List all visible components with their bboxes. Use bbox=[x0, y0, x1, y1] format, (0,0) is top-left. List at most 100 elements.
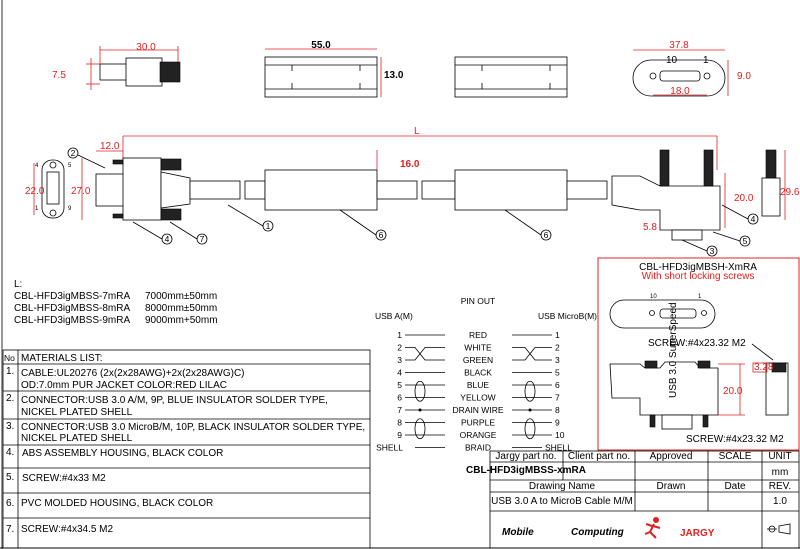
variant-pin-10: 10 bbox=[650, 294, 657, 300]
logo-computing: Computing bbox=[571, 527, 624, 538]
variant-screw-height: 3.28 bbox=[754, 362, 774, 373]
unit-label: UNIT bbox=[768, 451, 791, 462]
pin-a: 7 bbox=[397, 405, 402, 415]
wire-color: BLUE bbox=[467, 380, 490, 390]
running-man-icon bbox=[644, 517, 661, 539]
dim-usb-a-height: 7.5 bbox=[52, 70, 66, 81]
shield-pair-icon bbox=[414, 380, 426, 402]
variant-height: 20.0 bbox=[723, 386, 743, 397]
dim-microb-pitch: 18.0 bbox=[670, 86, 690, 97]
pin-b: 5 bbox=[555, 368, 560, 378]
pin-label-9: 9 bbox=[68, 206, 72, 212]
pin-a: 4 bbox=[397, 368, 402, 378]
microb-right-angle-connector: 20.0 5.8 29.6 bbox=[611, 149, 800, 241]
drain-junction bbox=[528, 408, 532, 412]
wire-color: GREEN bbox=[463, 355, 493, 365]
dim-usb-a-length: 30.0 bbox=[136, 42, 156, 53]
callout-3: 3 bbox=[681, 239, 718, 257]
pin-a: SHELL bbox=[376, 443, 403, 453]
svg-text:6: 6 bbox=[544, 230, 549, 240]
unit-value: mm bbox=[772, 467, 789, 478]
wire-color: PURPLE bbox=[461, 418, 495, 428]
callout-4-right: 4 bbox=[721, 204, 759, 225]
logo-jargy: JARGY bbox=[680, 528, 715, 539]
pin-a: 3 bbox=[397, 355, 402, 365]
pin-a: 2 bbox=[397, 343, 402, 353]
svg-text:3: 3 bbox=[710, 246, 715, 256]
svg-text:4: 4 bbox=[751, 214, 756, 224]
material-line: CABLE:UL20276 (2x(2x28AWG)+2x(2x28AWG)C) bbox=[21, 368, 245, 379]
callout-6-left: 6 bbox=[339, 209, 387, 241]
length-label: L: bbox=[14, 279, 22, 290]
variant-screw-bottom: SCREW:#4x23.32 M2 bbox=[686, 434, 784, 445]
pin-b: 7 bbox=[555, 393, 560, 403]
callout-7: 7 bbox=[169, 221, 208, 245]
overmold-side-2 bbox=[454, 169, 608, 211]
pinout-row: 4 BLACK 5 bbox=[397, 368, 560, 378]
shield-pair-icon bbox=[524, 380, 536, 402]
material-line: CONNECTOR:USB 3.0 MicroB/M, 10P, BLACK I… bbox=[21, 422, 365, 433]
dim-l-label: L bbox=[414, 126, 420, 137]
svg-text:4: 4 bbox=[165, 234, 170, 244]
dim-microb-height: 9.0 bbox=[737, 71, 751, 82]
pin-a: 1 bbox=[397, 330, 402, 340]
drain-junction bbox=[418, 408, 422, 412]
dim-overmold-length: 55.0 bbox=[311, 40, 331, 51]
usb-a-connector: 27.0 12.0 bbox=[71, 141, 266, 221]
approved-label: Approved bbox=[650, 451, 693, 462]
variant-pin-1: 1 bbox=[698, 294, 702, 300]
material-line: NICKEL PLATED SHELL bbox=[21, 433, 133, 444]
callout-6-right: 6 bbox=[504, 209, 552, 241]
length-part: CBL-HFD3igMBSS-8mRA bbox=[14, 303, 130, 314]
jargy-part-label: Jargy part no. bbox=[495, 451, 556, 462]
dim-microb-screw-length: 29.6 bbox=[780, 187, 800, 198]
callouts: 2 4 7 1 6 6 3 4 5 bbox=[67, 147, 759, 257]
material-no: 5. bbox=[6, 472, 14, 483]
length-value: 7000mm±50mm bbox=[145, 291, 217, 302]
pin-b: 2 bbox=[555, 343, 560, 353]
material-line: ABS ASSEMBLY HOUSING, BLACK COLOR bbox=[22, 448, 223, 459]
length-table: L: CBL-HFD3igMBSS-7mRA 7000mm±50mm CBL-H… bbox=[14, 279, 218, 326]
dim-usb-a-body: 27.0 bbox=[71, 186, 91, 197]
pin-b: SHELL bbox=[545, 443, 572, 453]
wire-color: ORANGE bbox=[460, 430, 497, 440]
pinout-row: 5 BLUE 6 bbox=[397, 380, 560, 390]
title-block: Jargy part no. Client part no. Approved … bbox=[466, 450, 800, 549]
length-value: 9000mm+50mm bbox=[145, 315, 218, 326]
wire-color: BLACK bbox=[464, 368, 492, 378]
usb-a-side-view: 30.0 7.5 bbox=[52, 42, 181, 90]
pin-a: 6 bbox=[397, 393, 402, 403]
dim-microb-width: 37.8 bbox=[669, 40, 689, 51]
pin-a: 5 bbox=[397, 380, 402, 390]
svg-text:1: 1 bbox=[266, 221, 271, 231]
drawn-label: Drawn bbox=[657, 481, 686, 492]
shield-pair-icon bbox=[414, 418, 426, 440]
pin-label-1: 1 bbox=[703, 55, 709, 66]
projection-symbol-icon bbox=[767, 523, 791, 535]
variant-housing-text: USB 3.0 SuperSpeed bbox=[668, 302, 679, 398]
pinout-row: 2 WHITE 2 bbox=[397, 343, 560, 361]
pin-b: 6 bbox=[555, 380, 560, 390]
microb-end-view: 10 1 37.8 9.0 18.0 bbox=[632, 40, 751, 97]
wire-color: WHITE bbox=[464, 343, 492, 353]
pin-b: 10 bbox=[555, 430, 565, 440]
overmold-top-view-1: 55.0 13.0 bbox=[264, 40, 404, 98]
client-part-label: Client part no. bbox=[568, 451, 630, 462]
material-line: NICKEL PLATED SHELL bbox=[21, 407, 133, 418]
material-no: 6. bbox=[6, 498, 14, 509]
dim-overmold-diameter: 16.0 bbox=[400, 159, 420, 170]
pin-b: 8 bbox=[555, 405, 560, 415]
material-line: SCREW:#4x33 M2 bbox=[22, 473, 106, 484]
pinout-left-header: USB A(M) bbox=[375, 311, 413, 321]
material-line: OD:7.0mm PUR JACKET COLOR:RED LILAC bbox=[21, 380, 227, 391]
materials-header-title: MATERIALS LIST: bbox=[21, 353, 103, 364]
length-value: 8000mm±50mm bbox=[145, 303, 217, 314]
